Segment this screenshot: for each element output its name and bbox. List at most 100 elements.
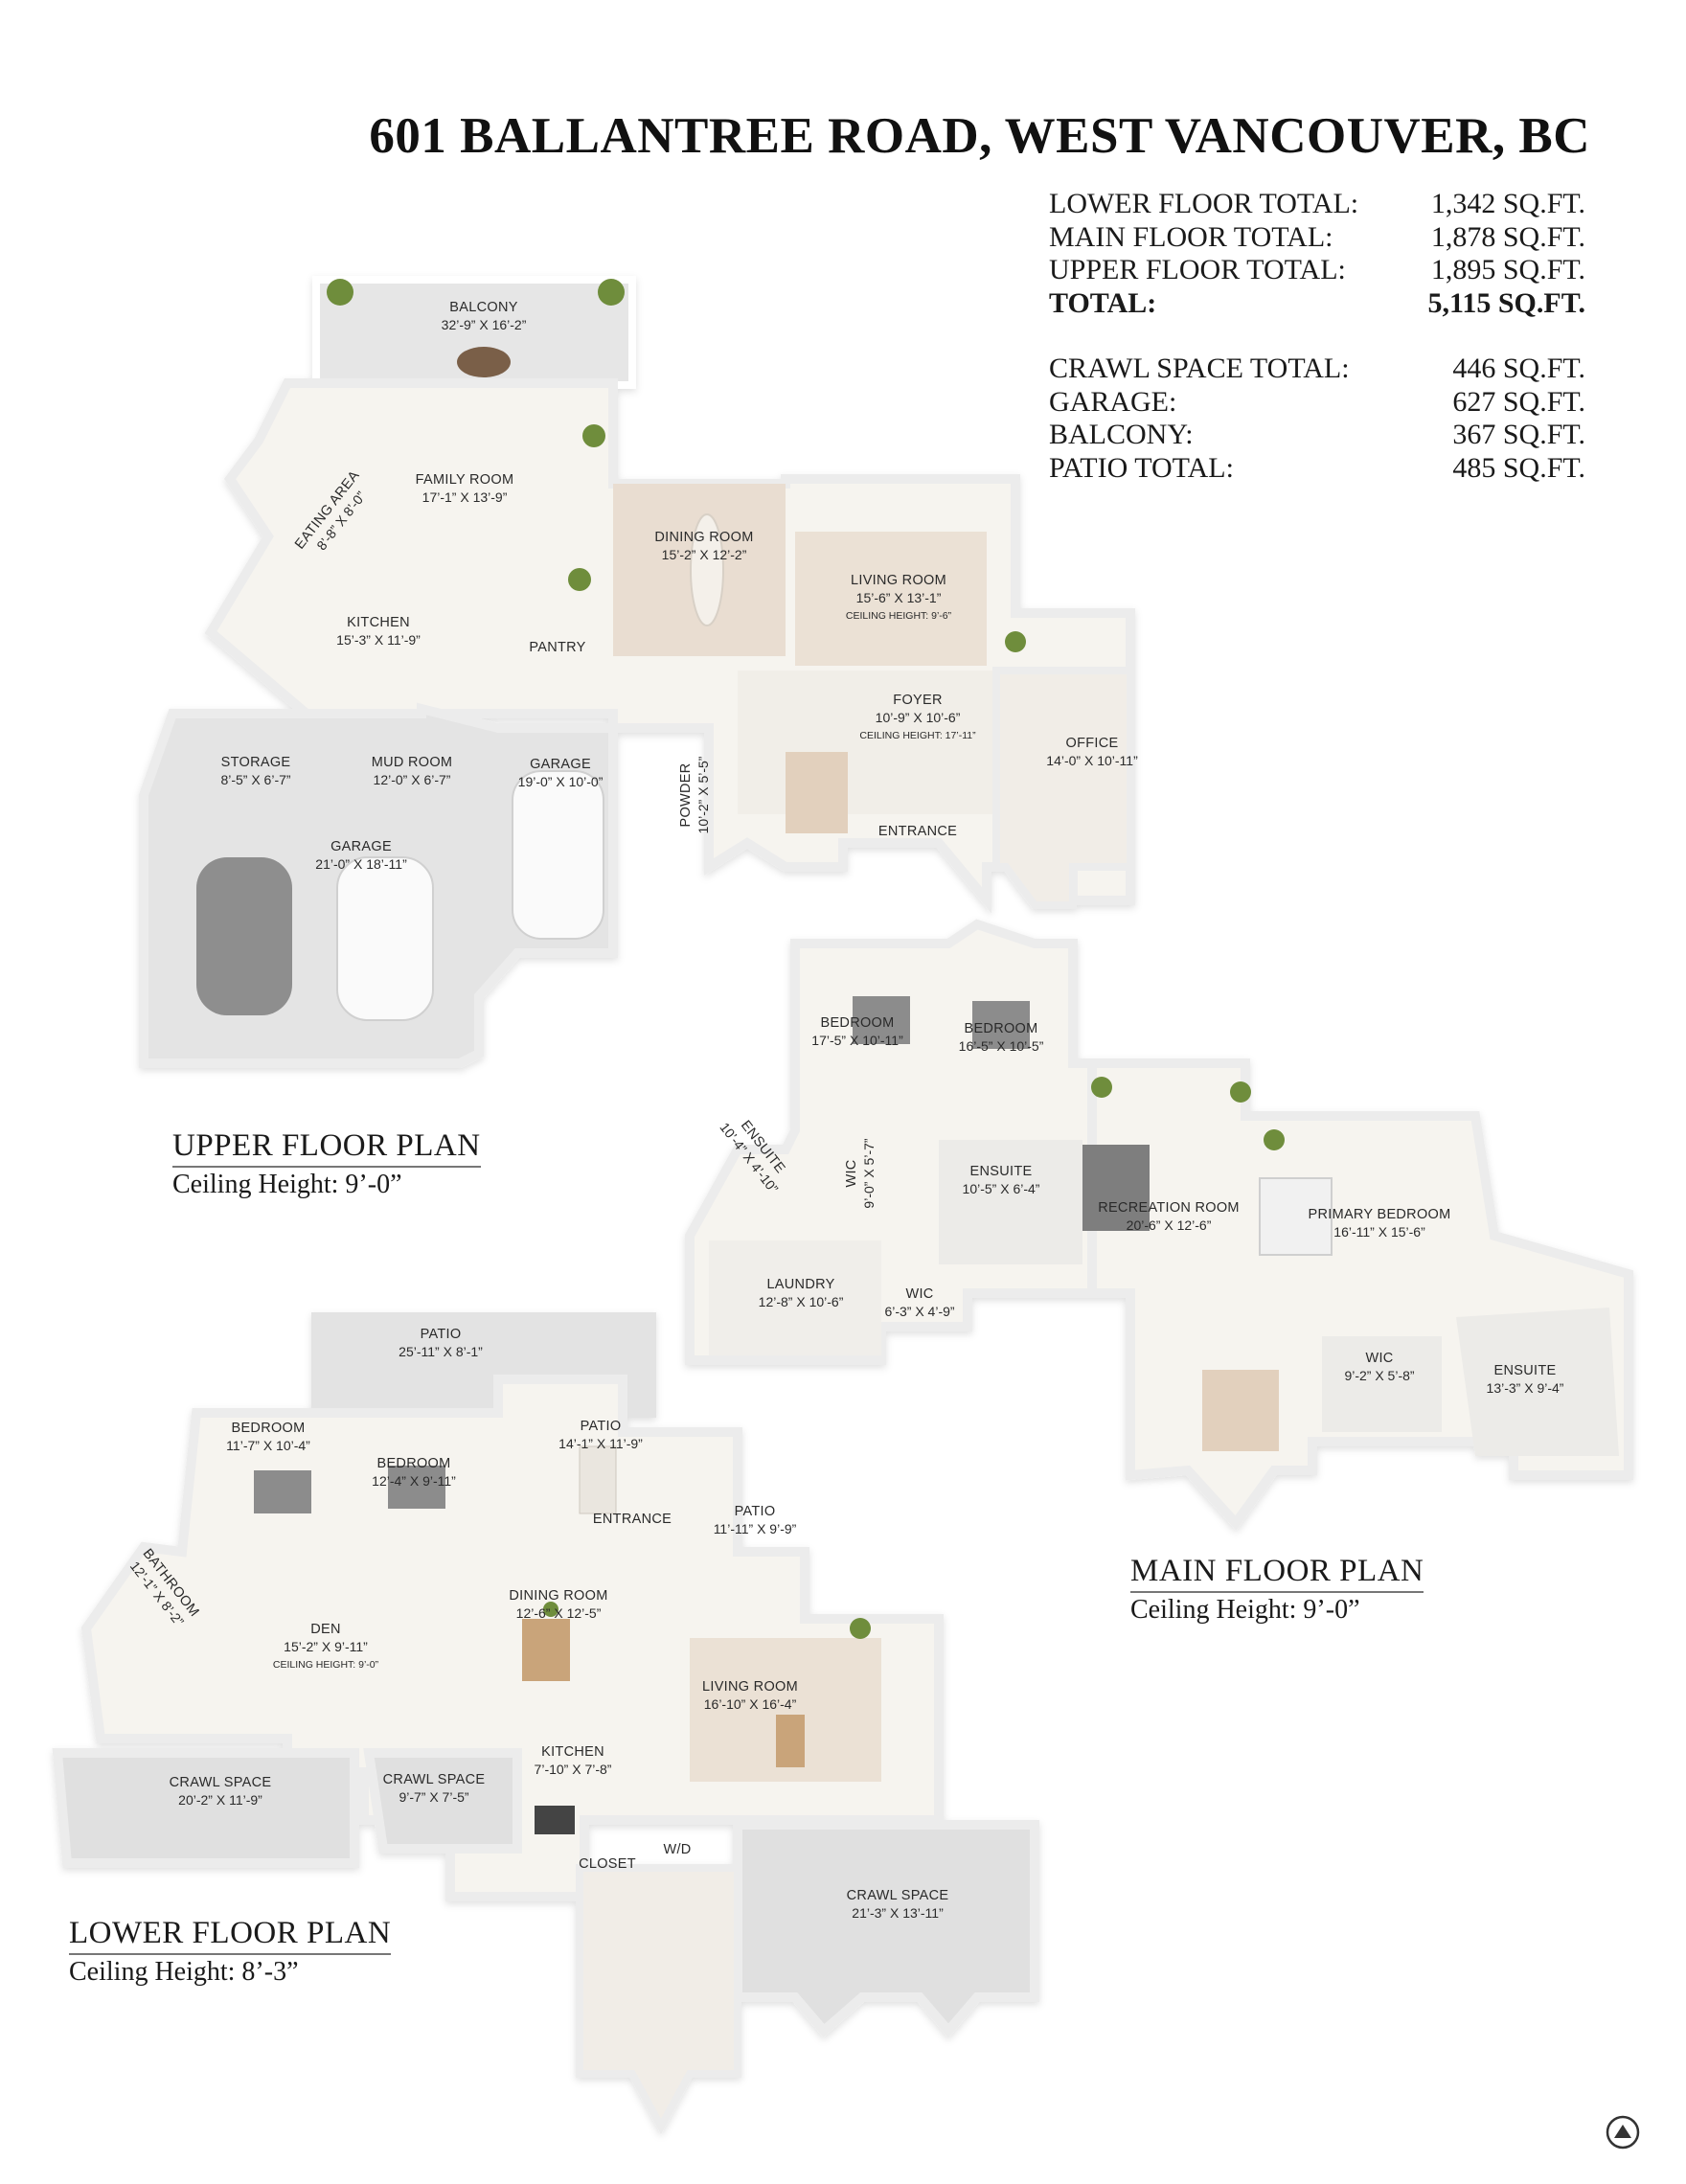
room-name: KITCHEN (541, 1744, 604, 1760)
bed (254, 1470, 311, 1513)
total-label: Balcony: (1049, 419, 1194, 450)
total-label: Total: (1049, 286, 1157, 319)
room-dim: 12’-4” X 9’-11” (372, 1473, 456, 1489)
wic-primary-floor (1322, 1336, 1442, 1432)
room-label-lentrance: ENTRANCE (593, 1512, 672, 1527)
coffee-table (776, 1715, 805, 1767)
room-dim: 19’-0” X 10’-0” (518, 774, 604, 789)
room-name: BEDROOM (964, 1021, 1037, 1036)
plant-icon (1230, 1081, 1251, 1103)
room-name: PATIO (581, 1419, 622, 1434)
room-name: WIC (905, 1286, 933, 1302)
main-floor-title: MAIN FLOOR PLAN (1130, 1554, 1424, 1593)
plant-icon (568, 568, 591, 591)
total-value: 1,342 SQ.FT. (1430, 188, 1585, 219)
total-label: Patio Total: (1049, 451, 1234, 484)
floor-totals: Lower Floor Total:1,342 SQ.FT.Main Floor… (1049, 188, 1585, 320)
sofa (1082, 1145, 1150, 1231)
extra-totals: Crawl Space Total:446 SQ.FT.Garage:627 S… (1049, 353, 1585, 485)
balcony-table (457, 347, 511, 377)
crawl-space-mid (363, 1748, 522, 1854)
room-dim: 10’-5” X 6’-4” (963, 1181, 1040, 1196)
room-name: LIVING ROOM (851, 573, 946, 588)
plant-icon (598, 279, 625, 306)
room-name: KITCHEN (347, 615, 410, 630)
living-floor (795, 532, 987, 666)
lower-floor-ceiling: Ceiling Height: 8’-3” (69, 1957, 299, 1987)
total-value: 5,115 SQ.FT. (1427, 286, 1585, 319)
room-name: DINING ROOM (654, 530, 753, 545)
room-dim: 16’-10” X 16’-4” (704, 1696, 797, 1712)
room-dim: 10’-2” X 5’-5” (695, 756, 711, 833)
room-name: PATIO (421, 1327, 462, 1342)
room-dim: 9’-0” X 5’-7” (861, 1138, 877, 1208)
room-label-ensuite3: ENSUITE 13’-3” X 9’-4” (1487, 1363, 1564, 1396)
main-floor-ceiling: Ceiling Height: 9’-0” (1130, 1595, 1360, 1625)
bed (972, 1001, 1030, 1049)
total-label: Crawl Space Total: (1049, 353, 1350, 384)
room-dim: 8’-5” X 6’-7” (220, 772, 290, 787)
room-name: MUD ROOM (372, 755, 453, 770)
room-name: ENSUITE (1494, 1363, 1557, 1378)
room-name: ENTRANCE (593, 1512, 672, 1527)
car-white-2 (512, 770, 604, 940)
total-value: 627 SQ.FT. (1452, 385, 1585, 418)
room-name: GARAGE (330, 839, 392, 854)
room-dim: 9’-7” X 7’-5” (399, 1789, 468, 1805)
lower-floor-heading: LOWER FLOOR PLAN Ceiling Height: 8’-3” (69, 1916, 392, 1988)
room-name: PANTRY (529, 640, 585, 655)
total-label: Lower Floor Total: (1049, 188, 1359, 219)
room-name: CRAWL SPACE (847, 1888, 949, 1903)
room-dim: 13’-3” X 9’-4” (1487, 1380, 1564, 1396)
room-dim: 10’-9” X 10’-6” (876, 710, 961, 725)
room-dim: 16’-5” X 10’-5” (959, 1038, 1044, 1054)
room-label-crawl3: CRAWL SPACE 21’-3” X 13’-11” (847, 1888, 949, 1921)
total-row: Patio Total: 485 SQ.FT. (1049, 452, 1585, 486)
room-dim: 9’-2” X 5’-8” (1344, 1368, 1414, 1383)
dining-table (522, 1619, 570, 1681)
room-dim: 17’-5” X 10’-11” (811, 1033, 903, 1048)
total-row: Garage:627 SQ.FT. (1049, 386, 1585, 420)
room-note: CEILING HEIGHT: 9’-0” (273, 1659, 379, 1671)
bed (853, 996, 910, 1044)
total-value: 485 SQ.FT. (1452, 451, 1585, 484)
property-address: 601 BALLANTREE ROAD, WEST VANCOUVER, BC (369, 108, 1590, 164)
total-row: Balcony:367 SQ.FT. (1049, 419, 1585, 452)
main-floor-heading: MAIN FLOOR PLAN Ceiling Height: 9’-0” (1130, 1554, 1424, 1626)
room-dim: 21’-3” X 13’-11” (852, 1905, 944, 1921)
room-name: POWDER (678, 762, 694, 827)
room-dim: 32’-9” X 16’-2” (442, 317, 527, 332)
dining-table (690, 513, 724, 626)
room-dim: 11’-7” X 10’-4” (226, 1438, 310, 1453)
car-grey (196, 857, 292, 1015)
room-label-garage2: GARAGE 21’-0” X 18’-11” (315, 839, 407, 872)
room-dim: 21’-0” X 18’-11” (315, 856, 407, 872)
room-name: FOYER (893, 693, 942, 708)
total-row: Lower Floor Total: 1,342 SQ.FT. (1049, 188, 1585, 221)
room-name: WIC (1365, 1351, 1393, 1366)
plant-icon (1005, 631, 1026, 652)
room-name: PATIO (735, 1504, 776, 1519)
room-name: CRAWL SPACE (170, 1775, 272, 1790)
upper-floor-title: UPPER FLOOR PLAN (172, 1128, 481, 1168)
office-block (992, 667, 1134, 909)
room-dim: 12’-0” X 6’-7” (374, 772, 451, 787)
stove (535, 1806, 575, 1834)
brand-logo-icon (1606, 2115, 1640, 2150)
